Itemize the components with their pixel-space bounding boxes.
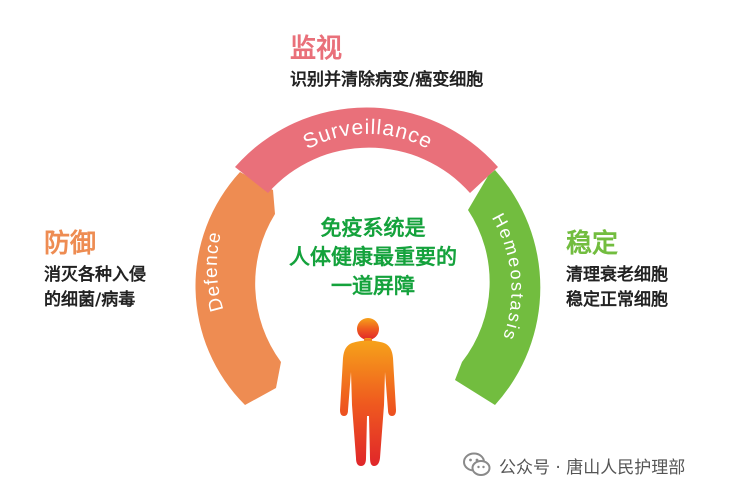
surveillance-arc [235,107,498,193]
defence-title: 防御 [44,229,97,259]
homeostasis-arc [455,170,541,405]
watermark-text: 公众号 · 唐山人民护理部 [499,457,686,478]
wechat-icon [463,452,491,476]
center-line: 一道屏障 [331,274,415,298]
homeostasis-desc-line: 清理衰老细胞 [566,265,668,285]
defence-arc [195,172,281,405]
defence-desc-line: 消灭各种入侵 [44,265,146,285]
center-statement: 免疫系统是 人体健康最重要的 一道屏障 [268,214,478,301]
center-line: 免疫系统是 [320,216,426,240]
watermark: 公众号 · 唐山人民护理部 [462,449,685,481]
homeostasis-title: 稳定 [566,229,619,259]
defence-desc-line: 的细菌/病毒 [44,290,136,310]
surveillance-desc: 识别并清除病变/癌变细胞 [290,70,484,90]
surveillance-block: 监视 识别并清除病变/癌变细胞 [290,34,483,93]
surveillance-title: 监视 [290,34,343,64]
human-body-icon [340,318,396,466]
defence-block: 防御 消灭各种入侵 的细菌/病毒 [44,229,146,313]
homeostasis-desc-line: 稳定正常细胞 [566,290,668,310]
homeostasis-block: 稳定 清理衰老细胞 稳定正常细胞 [566,229,668,313]
center-line: 人体健康最重要的 [289,245,457,269]
